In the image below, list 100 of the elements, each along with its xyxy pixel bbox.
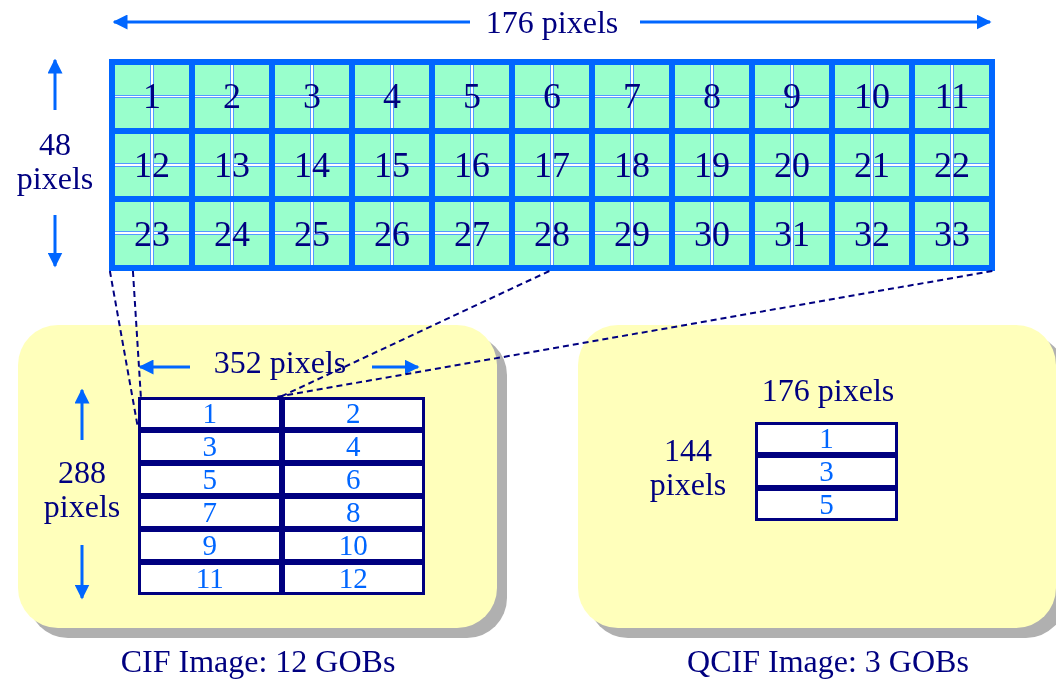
macroblock-cell (832, 199, 912, 269)
cell-number: 3 (819, 457, 834, 486)
macroblock-cell (672, 130, 752, 200)
connector-line (274, 270, 994, 398)
macroblock-cell (432, 62, 512, 131)
cell-number: 2 (223, 78, 241, 115)
connector-line (131, 270, 142, 398)
cell-number: 7 (623, 78, 641, 115)
macroblock-cell (352, 199, 432, 269)
cell-number: 5 (202, 465, 217, 494)
gob-cell (281, 463, 425, 496)
cell-number: 9 (202, 531, 217, 560)
macroblock-cell (672, 199, 752, 269)
macroblock-cell (112, 130, 192, 200)
gob-cell (138, 463, 282, 496)
cell-number: 20 (774, 147, 810, 184)
cell-number: 12 (338, 564, 368, 593)
cell-number: 21 (854, 147, 890, 184)
gob-cell (281, 430, 425, 463)
cell-number: 11 (195, 564, 224, 593)
macroblock-cell (192, 130, 272, 200)
cell-number: 31 (774, 215, 810, 252)
cell-number: 10 (854, 78, 890, 115)
cell-number: 18 (614, 147, 650, 184)
macroblock-cell (912, 62, 992, 131)
cell-number: 17 (534, 147, 570, 184)
gob-cell (281, 496, 425, 529)
cell-number: 15 (374, 147, 410, 184)
dimension-label: 176 pixels (761, 374, 895, 408)
macroblock-cell (512, 199, 592, 269)
gob-cell (281, 529, 425, 562)
gob-cell (281, 397, 425, 430)
cell-number: 33 (934, 215, 970, 252)
dimension-label: 176 pixels (485, 6, 619, 40)
macroblock-cell (592, 199, 672, 269)
gob-cell (138, 397, 282, 430)
macroblock-cell (672, 62, 752, 131)
dimension-label: 288 pixels (42, 456, 122, 524)
macroblock-cell (272, 130, 352, 200)
cell-number: 19 (694, 147, 730, 184)
cell-number: 32 (854, 215, 890, 252)
cell-number: 25 (294, 215, 330, 252)
gob-cell (138, 430, 282, 463)
cell-number: 13 (214, 147, 250, 184)
cell-number: 4 (383, 78, 401, 115)
cell-number: 6 (346, 465, 361, 494)
dimension-label: 352 pixels (213, 346, 347, 380)
cell-number: 26 (374, 215, 410, 252)
cell-number: 22 (934, 147, 970, 184)
image-caption: QCIF Image: 3 GOBs (687, 645, 969, 679)
cell-number: 10 (338, 531, 368, 560)
macroblock-cell (272, 62, 352, 131)
cell-number: 7 (202, 498, 217, 527)
macroblock-cell (832, 62, 912, 131)
macroblock-cell (352, 130, 432, 200)
cell-number: 30 (694, 215, 730, 252)
cell-number: 11 (934, 78, 970, 115)
macroblock-cell (272, 199, 352, 269)
gob-cell (138, 496, 282, 529)
gob-cell (281, 562, 425, 595)
macroblock-cell (592, 62, 672, 131)
macroblock-cell (512, 130, 592, 200)
macroblock-cell (512, 62, 592, 131)
cell-number: 4 (346, 432, 361, 461)
dimension-label: 144 pixels (648, 434, 728, 502)
image-caption: CIF Image: 12 GOBs (120, 645, 396, 679)
macroblock-cell (112, 62, 192, 131)
cell-number: 1 (819, 424, 834, 453)
gob-cell (138, 529, 282, 562)
cell-number: 3 (202, 432, 217, 461)
cell-number: 3 (303, 78, 321, 115)
gob-cell (755, 422, 898, 455)
gob-cell (755, 455, 898, 488)
cell-number: 23 (134, 215, 170, 252)
cell-number: 28 (534, 215, 570, 252)
cell-number: 6 (543, 78, 561, 115)
cell-number: 1 (202, 399, 217, 428)
macroblock-cell (912, 130, 992, 200)
gob-cell (138, 562, 282, 595)
macroblock-cell (832, 130, 912, 200)
macroblock-cell (192, 62, 272, 131)
cell-number: 5 (463, 78, 481, 115)
cell-number: 14 (294, 147, 330, 184)
cell-number: 2 (346, 399, 361, 428)
cell-number: 12 (134, 147, 170, 184)
macroblock-cell (752, 199, 832, 269)
macroblock-cell (432, 199, 512, 269)
macroblock-cell (592, 130, 672, 200)
macroblock-cell (112, 199, 192, 269)
cell-number: 9 (783, 78, 801, 115)
dimension-label: 48 pixels (15, 128, 95, 196)
cell-number: 5 (819, 490, 834, 519)
cell-number: 29 (614, 215, 650, 252)
cell-number: 27 (454, 215, 490, 252)
macroblock-cell (752, 62, 832, 131)
macroblock-cell (192, 199, 272, 269)
macroblock-cell (352, 62, 432, 131)
macroblock-cell (912, 199, 992, 269)
macroblock-grid (109, 59, 995, 271)
cell-number: 8 (703, 78, 721, 115)
